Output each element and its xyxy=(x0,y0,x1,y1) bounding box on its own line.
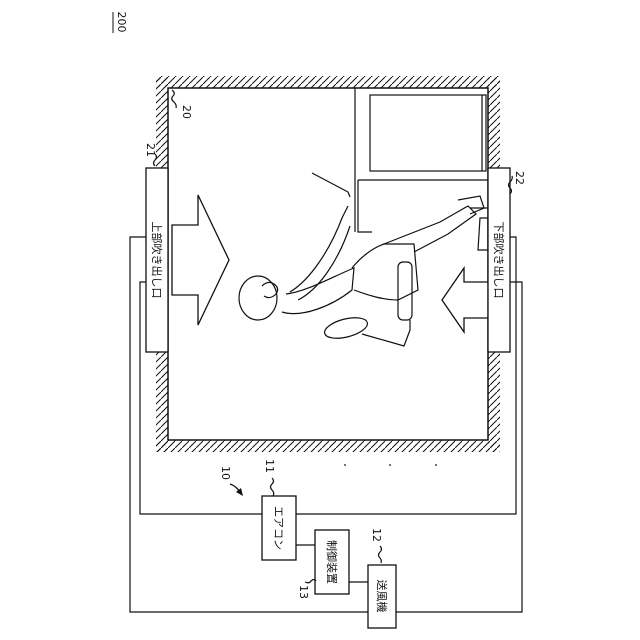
lower-outlet: 下部吹き出し口 22 xyxy=(488,168,526,352)
controller: 制御装置 13 xyxy=(297,530,349,599)
aircon: エアコン 11 xyxy=(262,459,296,560)
upper-outlet: 上部吹き出し口 21 xyxy=(144,143,168,352)
aircon-label: エアコン xyxy=(272,506,285,550)
lower-outlet-numeral: 22 xyxy=(513,171,526,185)
upper-outlet-numeral: 21 xyxy=(144,143,157,157)
system-label: 10 xyxy=(219,466,243,496)
figure-number-text: 200 xyxy=(115,12,128,33)
lower-outlet-label: 下部吹き出し口 xyxy=(492,222,506,299)
controller-label: 制御装置 xyxy=(325,540,339,584)
wall-bottom xyxy=(156,440,500,452)
upper-outlet-label: 上部吹き出し口 xyxy=(150,222,164,299)
system-numeral: 10 xyxy=(219,466,232,480)
aircon-leader-line xyxy=(271,478,274,496)
floor-marks xyxy=(344,464,437,466)
figure-number: 200 xyxy=(113,12,128,34)
room-label-text: 20 xyxy=(180,105,193,119)
fan-numeral: 12 xyxy=(370,528,383,542)
fan-label: 送風機 xyxy=(375,580,389,613)
mark-dot xyxy=(435,464,437,466)
mark-dot xyxy=(389,464,391,466)
fan-leader-line xyxy=(379,546,382,563)
wall-top xyxy=(156,76,500,88)
aircon-numeral: 11 xyxy=(263,459,276,473)
controller-numeral: 13 xyxy=(297,585,310,599)
mark-dot xyxy=(344,464,346,466)
fan: 送風機 12 xyxy=(368,528,396,628)
